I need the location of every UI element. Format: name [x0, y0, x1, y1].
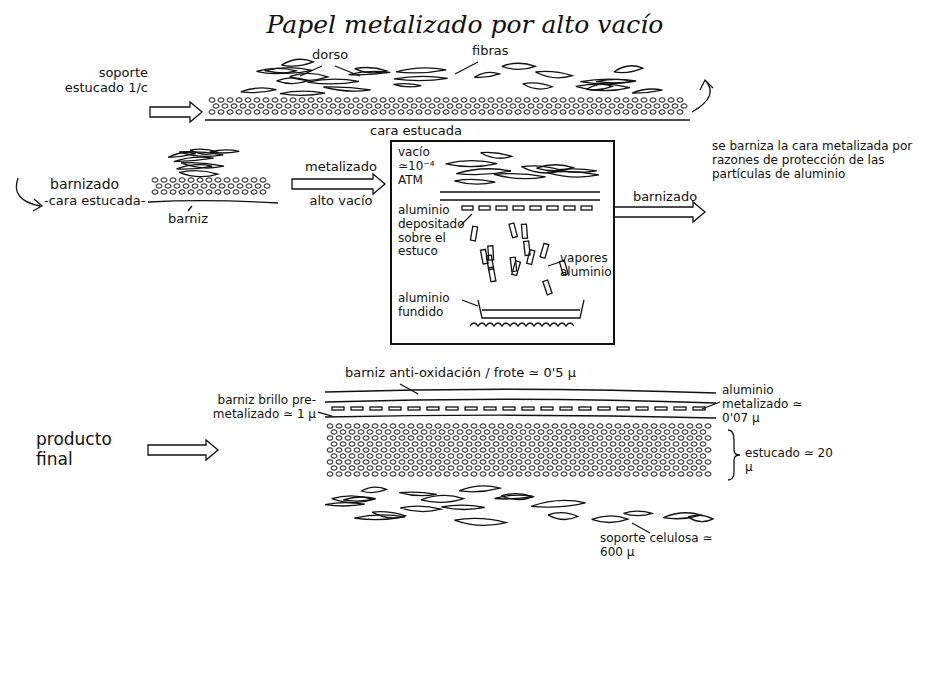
chamber-label: vacío ≃10⁻⁴ ATM	[398, 146, 446, 187]
leader-lines	[188, 62, 740, 533]
texture	[148, 59, 716, 525]
annotation-label: aluminio metalizado ≃ 0'07 µ	[722, 384, 832, 425]
annotation-label: fibras	[472, 44, 509, 59]
annotation-label: alto vacío	[296, 194, 386, 209]
title: Papel metalizado por alto vacío	[0, 10, 930, 39]
annotation-label: se barniza la cara metalizada por razone…	[712, 140, 922, 181]
vacuum-chamber: vacío ≃10⁻⁴ ATM aluminio depositado sobre…	[390, 140, 615, 345]
annotation-label: barniz brillo pre-metalizado ≃ 1 µ	[196, 394, 316, 422]
annotation-label: barniz	[168, 212, 208, 227]
annotation-label: metalizado	[296, 160, 386, 175]
process-arrows	[16, 80, 713, 211]
annotation-label: barnizado	[620, 190, 710, 205]
annotation-label: -cara estucada-	[44, 194, 145, 209]
annotation-label: barnizado	[50, 176, 119, 192]
annotation-label: producto final	[36, 430, 136, 469]
annotation-label: estucado ≃ 20 µ	[745, 447, 835, 475]
annotation-label: dorso	[312, 48, 348, 63]
annotation-label: cara estucada	[370, 124, 462, 139]
chamber-label: aluminio fundido	[398, 292, 468, 320]
annotation-label: soporte celulosa ≃ 600 µ	[600, 532, 720, 560]
annotation-label: soporte estucado 1/c	[60, 66, 148, 96]
annotation-label: barniz anti-oxidación / frote ≃ 0'5 µ	[345, 366, 576, 381]
chamber-label: aluminio depositado sobre el estuco	[398, 204, 460, 259]
chamber-label: vapores aluminio	[560, 252, 612, 280]
